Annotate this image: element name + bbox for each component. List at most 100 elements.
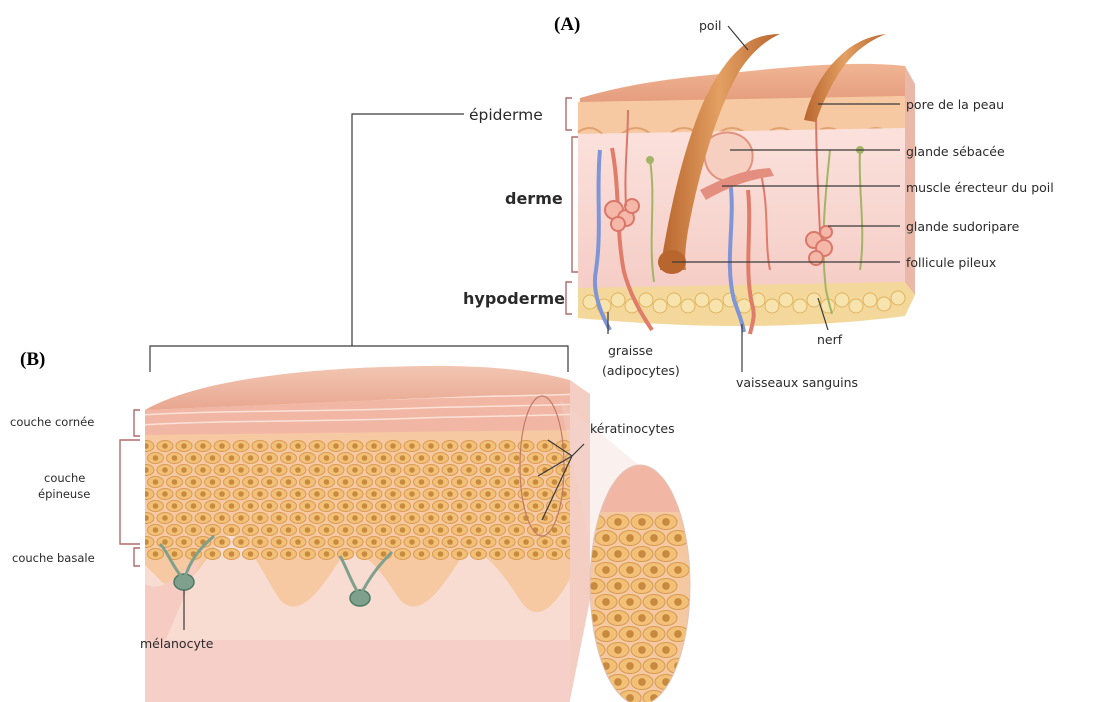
cell-nucleus (153, 455, 159, 461)
cell-nucleus (650, 598, 658, 606)
cell-nucleus (229, 527, 235, 533)
cell-nucleus (257, 467, 263, 473)
cell-nucleus (314, 539, 320, 545)
cell-nucleus (662, 518, 670, 526)
cell-nucleus (276, 539, 282, 545)
cell-nucleus (362, 527, 368, 533)
cell-nucleus (542, 491, 548, 497)
cell-nucleus (172, 455, 178, 461)
cell-nucleus (267, 527, 273, 533)
cell-nucleus (305, 455, 311, 461)
cell-nucleus (514, 455, 520, 461)
cell-nucleus (314, 443, 320, 449)
cell-nucleus (219, 443, 225, 449)
cell-nucleus (181, 491, 187, 497)
cell-nucleus (371, 443, 377, 449)
cell-nucleus (561, 443, 567, 449)
cell-nucleus (371, 539, 377, 545)
cell-nucleus (466, 515, 472, 521)
cell-nucleus (324, 503, 330, 509)
skin-block-b (138, 366, 590, 702)
cell-nucleus (219, 539, 225, 545)
cell-nucleus (371, 467, 377, 473)
cell-nucleus (504, 467, 510, 473)
cell-nucleus (162, 443, 168, 449)
cell-nucleus (333, 515, 339, 521)
cell-nucleus (371, 491, 377, 497)
cell-nucleus (614, 582, 622, 590)
cell-nucleus (343, 527, 349, 533)
cell-nucleus (210, 527, 216, 533)
cell-nucleus (238, 539, 244, 545)
cell-nucleus (238, 467, 244, 473)
cell (583, 675, 605, 690)
cell-nucleus (438, 479, 444, 485)
cell-nucleus (314, 491, 320, 497)
cell-nucleus (523, 443, 529, 449)
layer-label-basale: couche basale (12, 551, 95, 565)
cell-nucleus (210, 551, 216, 557)
cell-nucleus (542, 539, 548, 545)
cell-nucleus (638, 582, 646, 590)
label-muscle: muscle érecteur du poil (906, 180, 1054, 195)
layer-label-derme: derme (505, 189, 563, 208)
cell-nucleus (333, 467, 339, 473)
cell-nucleus (602, 630, 610, 638)
cell-nucleus (438, 527, 444, 533)
cell-nucleus (466, 443, 472, 449)
cell-nucleus (466, 539, 472, 545)
cell-nucleus (409, 467, 415, 473)
cell-nucleus (286, 551, 292, 557)
cell-nucleus (153, 527, 159, 533)
cell-nucleus (626, 630, 634, 638)
cell-nucleus (390, 491, 396, 497)
cell-nucleus (257, 443, 263, 449)
cell-nucleus (457, 527, 463, 533)
cell-nucleus (324, 479, 330, 485)
label-glande-sudoripare: glande sudoripare (906, 219, 1020, 234)
cell-nucleus (352, 539, 358, 545)
layer-label-epineuse-1: couche (44, 471, 85, 485)
cell-nucleus (485, 467, 491, 473)
cell-nucleus (638, 614, 646, 622)
cell-nucleus (552, 455, 558, 461)
cell-nucleus (162, 467, 168, 473)
cell-nucleus (229, 455, 235, 461)
cell-nucleus (495, 455, 501, 461)
cell-nucleus (172, 551, 178, 557)
cell-nucleus (267, 551, 273, 557)
cell-nucleus (400, 551, 406, 557)
skin-block-a (578, 34, 915, 334)
panel-tag-b: (B) (20, 349, 45, 370)
cell-nucleus (305, 551, 311, 557)
cell-nucleus (248, 479, 254, 485)
cell-nucleus (419, 551, 425, 557)
cell-nucleus (447, 515, 453, 521)
cell-nucleus (590, 678, 598, 686)
cell-nucleus (276, 443, 282, 449)
cell-nucleus (495, 527, 501, 533)
cell-nucleus (343, 503, 349, 509)
cell-nucleus (674, 566, 682, 574)
cell-nucleus (533, 503, 539, 509)
cell-nucleus (276, 491, 282, 497)
cell-nucleus (295, 515, 301, 521)
cell-nucleus (447, 467, 453, 473)
cell-nucleus (457, 551, 463, 557)
cell-nucleus (381, 551, 387, 557)
cell-nucleus (626, 598, 634, 606)
cell-nucleus (181, 443, 187, 449)
cell-nucleus (210, 455, 216, 461)
cell-nucleus (229, 551, 235, 557)
cell-nucleus (362, 455, 368, 461)
cell-nucleus (614, 678, 622, 686)
cell-nucleus (343, 455, 349, 461)
cell (667, 691, 689, 702)
cell-nucleus (381, 503, 387, 509)
cell-nucleus (638, 518, 646, 526)
cell-nucleus (295, 467, 301, 473)
cell-nucleus (381, 479, 387, 485)
cell-nucleus (324, 527, 330, 533)
panel-tag-a: (A) (554, 14, 580, 35)
